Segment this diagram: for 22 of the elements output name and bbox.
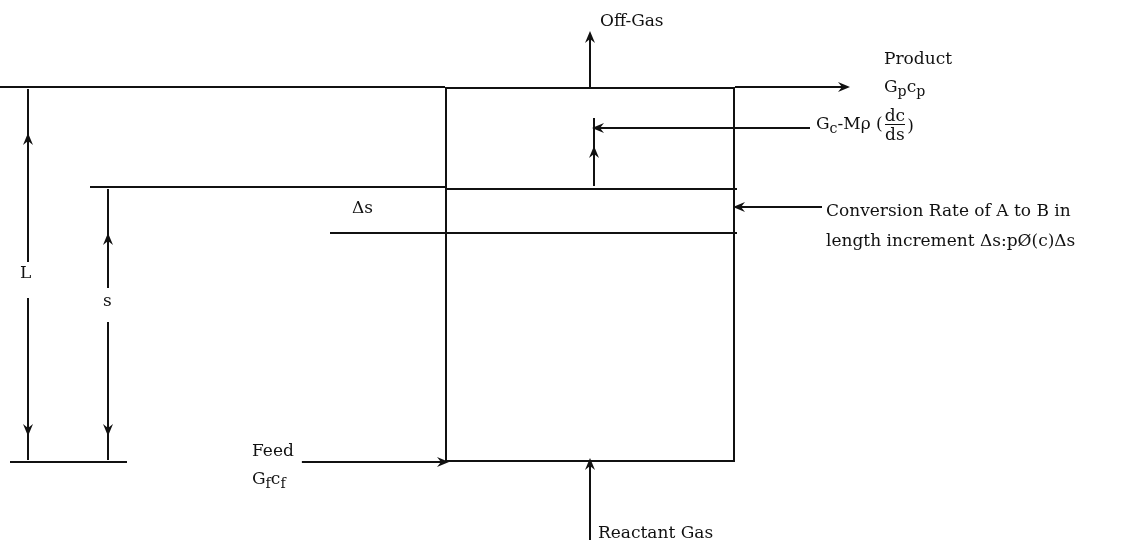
- increment-label: Δs: [352, 197, 373, 217]
- stream-label: Reactant Gas: [598, 521, 714, 544]
- dimension-label: s: [103, 290, 112, 310]
- arrow: [734, 82, 850, 92]
- fraction-numerator: dc: [884, 106, 906, 125]
- length-increment-slice: [447, 188, 737, 234]
- stream-label: Feed: [252, 439, 294, 462]
- arrow: [585, 31, 595, 88]
- flow-term: G$_{f}$c$_{f}$: [252, 467, 288, 494]
- arrow: [592, 123, 811, 133]
- fraction-denominator: ds: [885, 125, 905, 143]
- arrow: [733, 202, 823, 212]
- arrow: [585, 458, 595, 541]
- reactor-vessel: [445, 87, 735, 462]
- flux-term: G$_{c}$-Mρ (: [816, 112, 883, 137]
- stream-label: Product: [884, 47, 952, 70]
- reaction-note: Conversion Rate of A to B in length increment Δs:pØ(c)Δs: [826, 199, 1077, 252]
- stream-label: Off-Gas: [600, 9, 664, 32]
- flow-term: G$_{p}$c$_{p}$: [884, 75, 927, 102]
- arrow: [300, 457, 449, 467]
- dimension-label: L: [20, 262, 32, 282]
- bracket: ): [907, 114, 914, 135]
